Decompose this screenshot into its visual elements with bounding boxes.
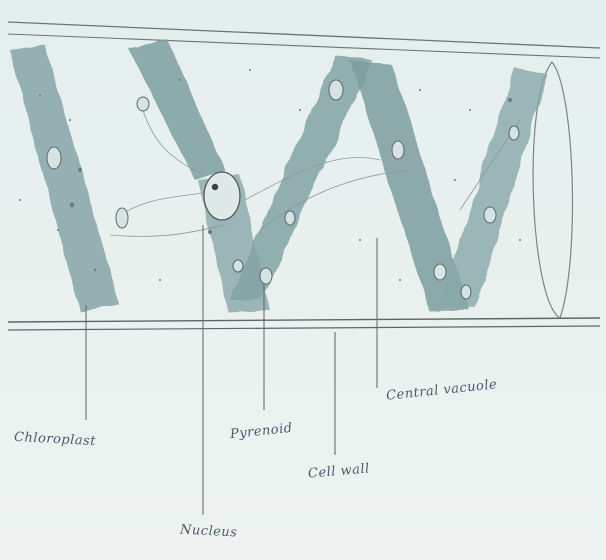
pyrenoid	[392, 141, 404, 159]
pyrenoid	[285, 211, 295, 225]
pyrenoid	[47, 147, 61, 169]
upper-cell-wall	[8, 22, 600, 58]
pyrenoid	[260, 268, 272, 284]
pyrenoid	[329, 80, 343, 100]
chloroplast-band	[10, 40, 548, 312]
pyrenoid	[434, 264, 446, 280]
nucleus-label: Nucleus	[180, 523, 238, 541]
pyrenoid	[509, 126, 519, 140]
lower-cell-wall	[8, 318, 600, 330]
pyrenoid	[137, 97, 149, 111]
pyrenoid	[484, 207, 496, 223]
pyrenoid	[461, 285, 471, 299]
nucleus	[204, 172, 240, 220]
pyrenoid	[233, 260, 243, 272]
pyrenoid	[116, 208, 128, 228]
